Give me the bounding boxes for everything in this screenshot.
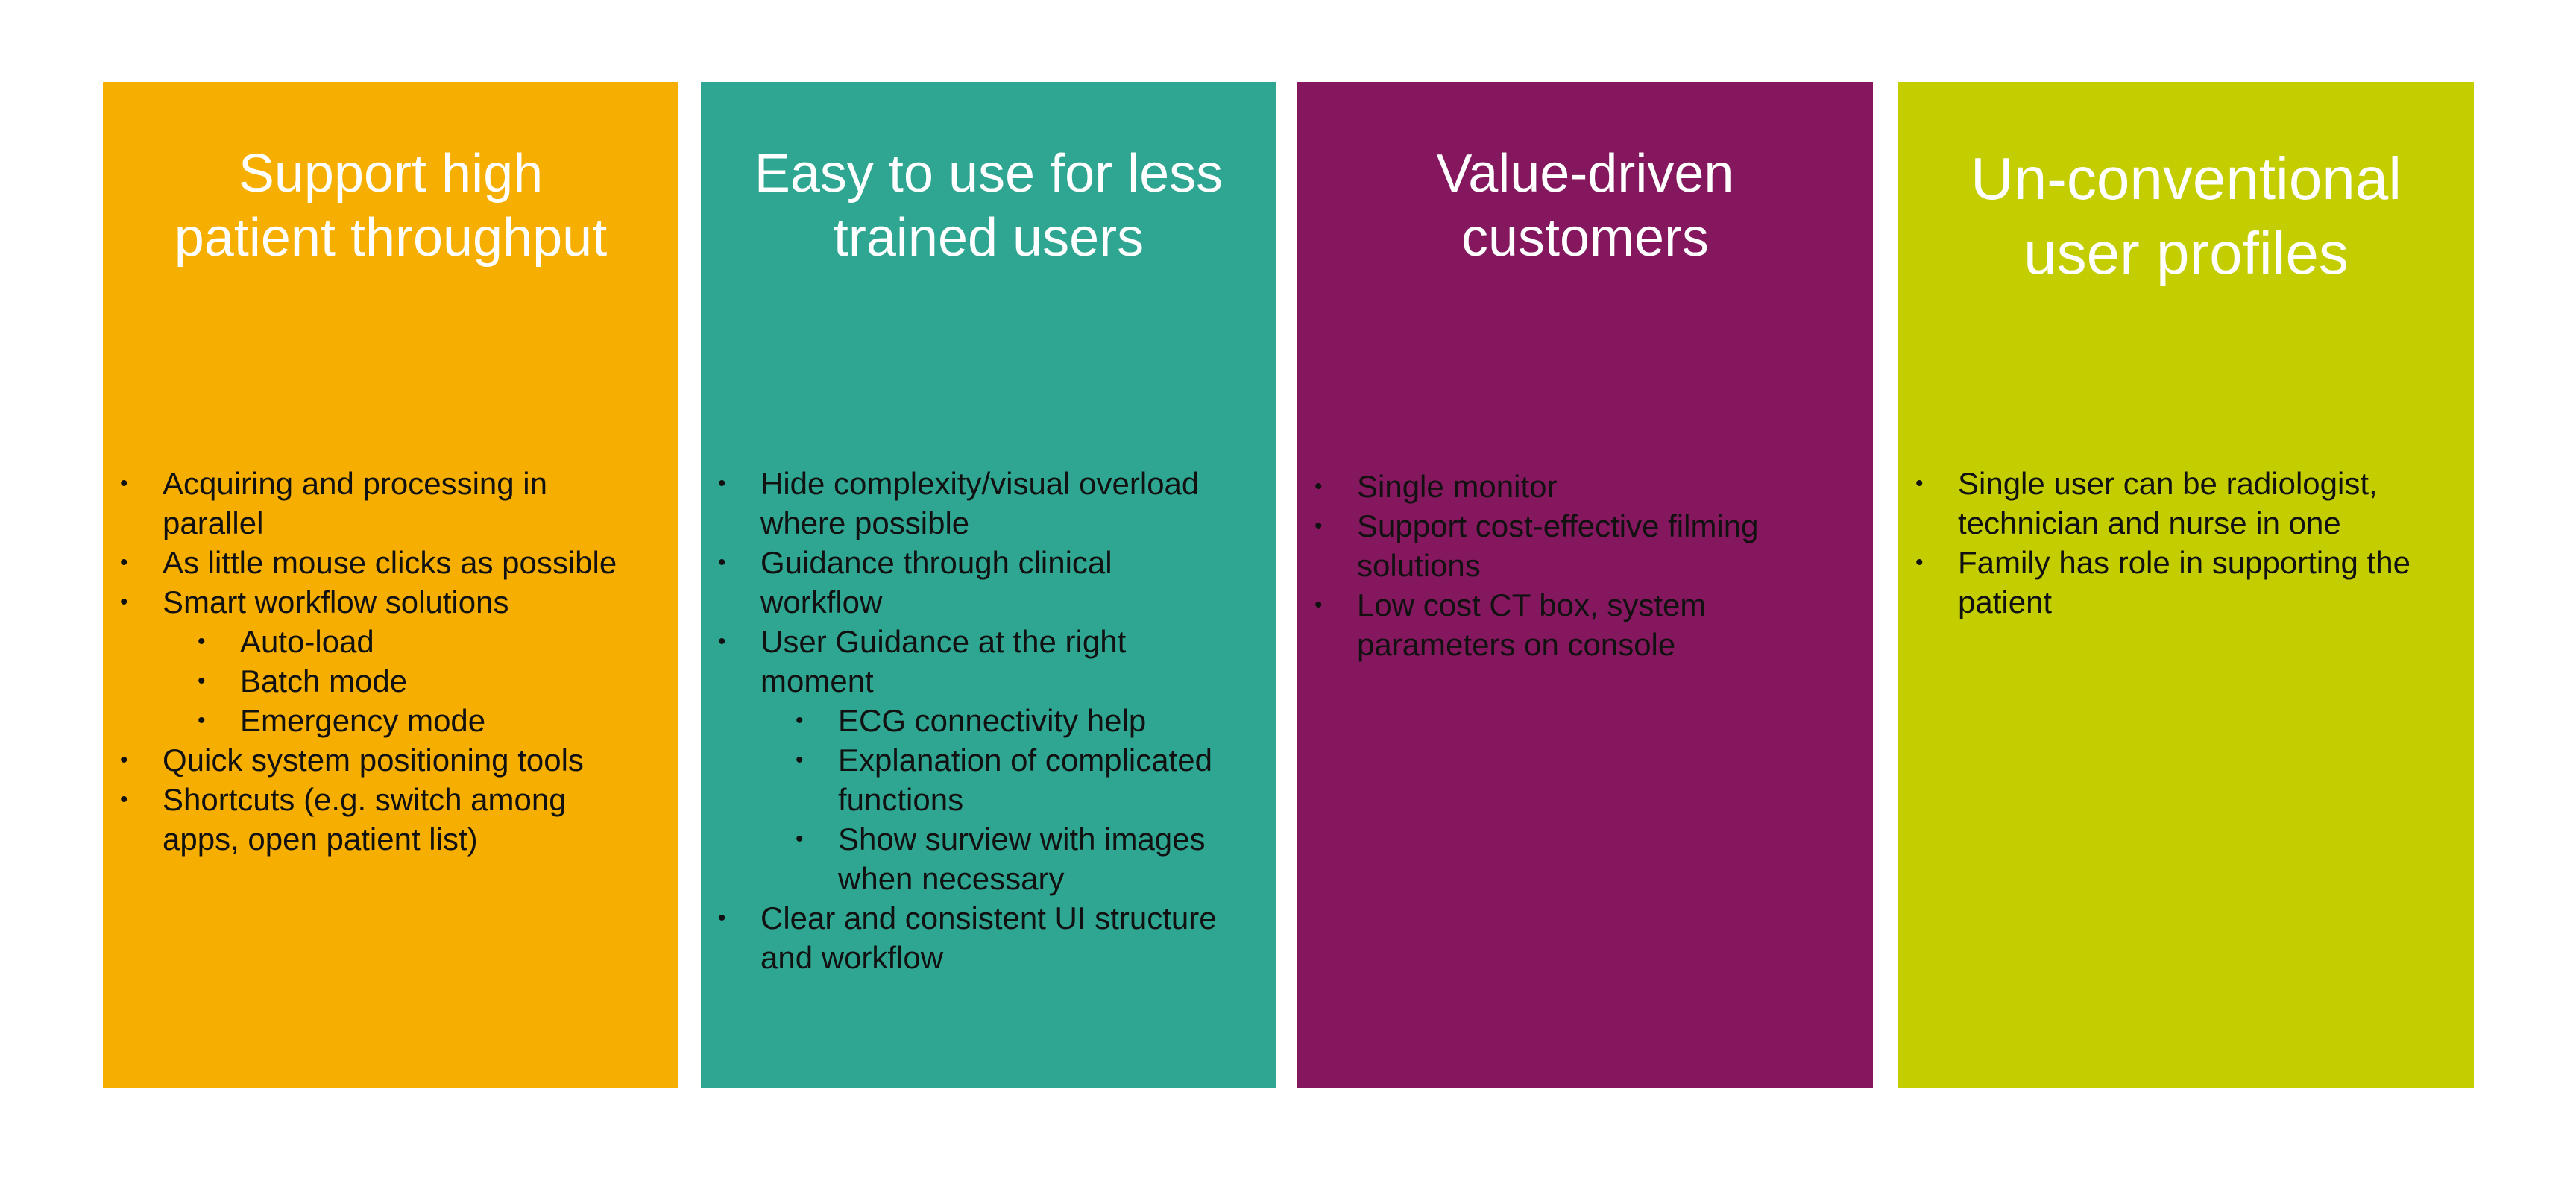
sub-bullet-item: Batch mode <box>198 661 678 701</box>
panel-title: Support high patient throughput <box>103 142 678 270</box>
bullet-item: As little mouse clicks as possible <box>120 543 678 582</box>
panel-title-line: Un-conventional <box>1970 145 2402 212</box>
panel-title-line: Value-driven <box>1436 144 1734 204</box>
panel-title-line: trained users <box>833 208 1144 268</box>
bullet-list: Single monitor Support cost-effective fi… <box>1297 467 1873 664</box>
sub-bullet-item: ECG connectivity help <box>796 701 1276 740</box>
bullet-item: Quick system positioning tools <box>120 740 678 780</box>
panel-title-line: customers <box>1461 208 1710 268</box>
panel-title: Un-conventional user profiles <box>1898 142 2474 291</box>
panel-title-line: user profiles <box>2024 220 2349 286</box>
bullet-item: Single user can be radiologist,technicia… <box>1915 464 2474 543</box>
panel-title-line: Easy to use for less <box>754 144 1224 204</box>
panel-unconventional-user-profiles: Un-conventional user profiles Single use… <box>1898 82 2474 1088</box>
panel-value-driven-customers: Value-driven customers Single monitor Su… <box>1297 82 1873 1088</box>
bullet-item: Smart workflow solutions <box>120 582 678 622</box>
panel-support-high-patient-throughput: Support high patient throughput Acquirin… <box>103 82 678 1088</box>
panel-title-line: patient throughput <box>174 208 608 268</box>
bullet-list: Single user can be radiologist,technicia… <box>1898 464 2474 622</box>
panel-title: Value-driven customers <box>1297 142 1873 270</box>
panel-easy-to-use: Easy to use for less trained users Hide … <box>701 82 1276 1088</box>
sub-bullet-item: Auto-load <box>198 622 678 661</box>
panel-title: Easy to use for less trained users <box>701 142 1276 270</box>
panel-title-line: Support high <box>238 144 544 204</box>
sub-bullet-item: Emergency mode <box>198 701 678 740</box>
bullet-item: Single monitor <box>1314 467 1873 506</box>
